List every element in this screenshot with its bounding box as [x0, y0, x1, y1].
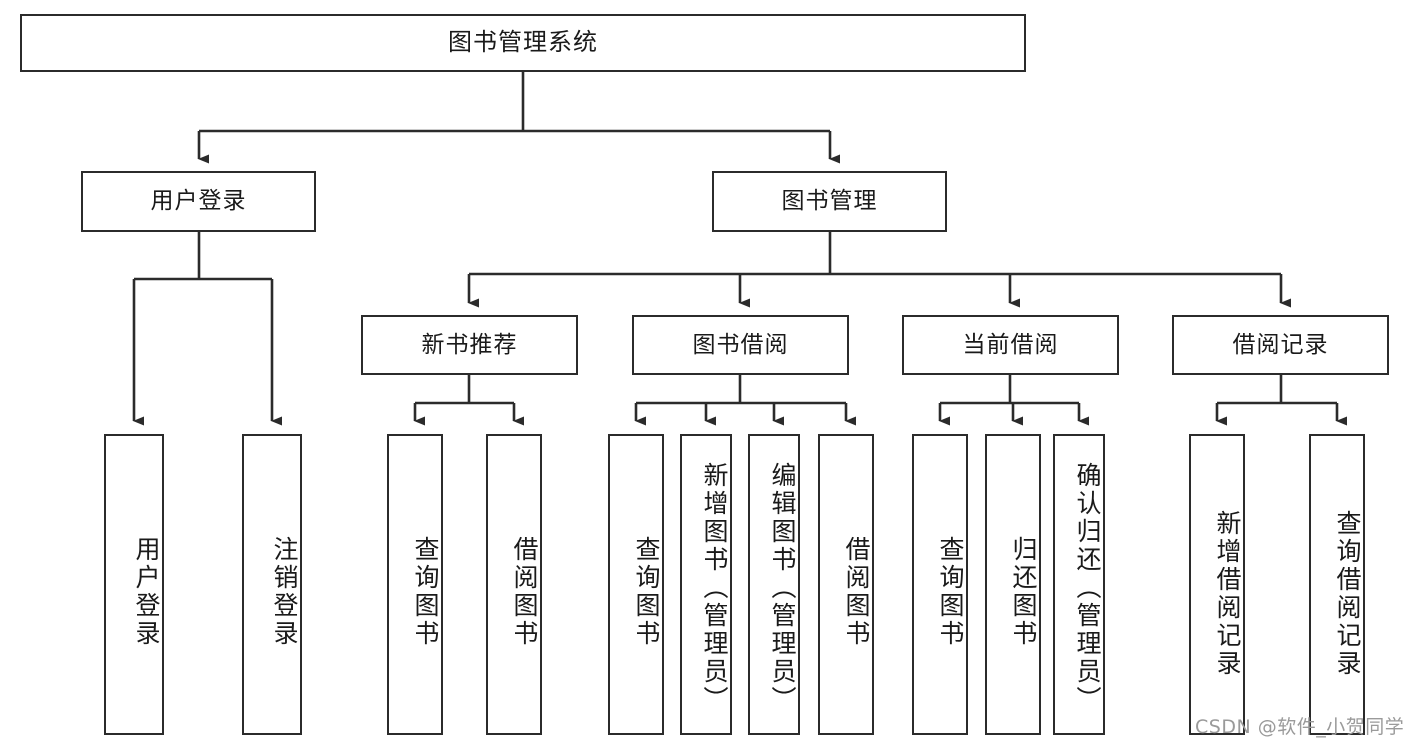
node-leaf-confirm-return-admin[interactable]: 确认归还（管理员）: [1053, 434, 1105, 735]
node-leaf-query-borrow-record[interactable]: 查询借阅记录: [1309, 434, 1365, 735]
node-leaf-borrow-book-2-label: 借阅图书: [842, 535, 871, 648]
node-current-borrow-label: 当前借阅: [962, 331, 1059, 358]
node-leaf-user-login[interactable]: 用户登录: [104, 434, 164, 735]
node-root-label: 图书管理系统: [448, 28, 598, 57]
node-leaf-borrow-book-2[interactable]: 借阅图书: [818, 434, 874, 735]
node-leaf-query-book-1[interactable]: 查询图书: [387, 434, 443, 735]
node-leaf-logout[interactable]: 注销登录: [242, 434, 302, 735]
node-leaf-edit-book-admin[interactable]: 编辑图书（管理员）: [748, 434, 800, 735]
node-new-book-recommend[interactable]: 新书推荐: [361, 315, 578, 375]
node-leaf-add-book-admin-label: 新增图书（管理员）: [700, 461, 729, 714]
node-leaf-query-book-2[interactable]: 查询图书: [608, 434, 664, 735]
node-leaf-query-borrow-record-label: 查询借阅记录: [1333, 509, 1362, 678]
node-leaf-add-borrow-record-label: 新增借阅记录: [1213, 509, 1242, 678]
node-new-book-recommend-label: 新书推荐: [421, 331, 518, 358]
node-leaf-logout-label: 注销登录: [270, 535, 299, 648]
node-leaf-borrow-book-1-label: 借阅图书: [510, 535, 539, 648]
node-borrow-records[interactable]: 借阅记录: [1172, 315, 1389, 375]
node-book-manage[interactable]: 图书管理: [712, 171, 947, 232]
node-leaf-query-book-1-label: 查询图书: [411, 535, 440, 648]
node-book-borrow[interactable]: 图书借阅: [632, 315, 849, 375]
node-current-borrow[interactable]: 当前借阅: [902, 315, 1119, 375]
node-user-login-label: 用户登录: [150, 188, 247, 215]
node-borrow-records-label: 借阅记录: [1232, 331, 1329, 358]
node-leaf-return-book[interactable]: 归还图书: [985, 434, 1041, 735]
node-leaf-add-borrow-record[interactable]: 新增借阅记录: [1189, 434, 1245, 735]
node-user-login[interactable]: 用户登录: [81, 171, 316, 232]
node-leaf-query-book-3-label: 查询图书: [936, 535, 965, 648]
node-book-manage-label: 图书管理: [781, 188, 878, 215]
csdn-watermark: CSDN @软件_小贺同学: [1195, 716, 1405, 738]
node-root[interactable]: 图书管理系统: [20, 14, 1026, 72]
node-book-borrow-label: 图书借阅: [692, 331, 789, 358]
node-leaf-query-book-3[interactable]: 查询图书: [912, 434, 968, 735]
node-leaf-borrow-book-1[interactable]: 借阅图书: [486, 434, 542, 735]
node-leaf-edit-book-admin-label: 编辑图书（管理员）: [768, 461, 797, 714]
node-leaf-user-login-label: 用户登录: [132, 535, 161, 648]
node-leaf-confirm-return-admin-label: 确认归还（管理员）: [1073, 461, 1102, 714]
node-leaf-return-book-label: 归还图书: [1009, 535, 1038, 648]
node-leaf-add-book-admin[interactable]: 新增图书（管理员）: [680, 434, 732, 735]
node-leaf-query-book-2-label: 查询图书: [632, 535, 661, 648]
